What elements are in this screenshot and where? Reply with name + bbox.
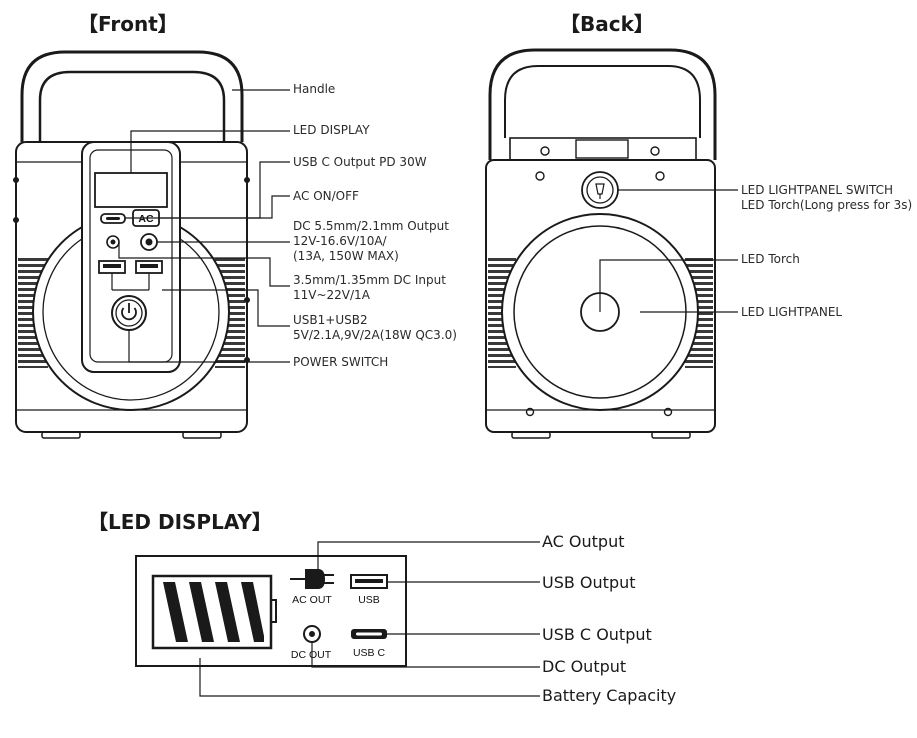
- front-control-panel: [81, 141, 181, 373]
- label-led-display: LED DISPLAY: [293, 123, 370, 137]
- label-ac-onoff: AC ON/OFF: [293, 189, 359, 203]
- usb-icon: [350, 574, 388, 589]
- callout-usb-output: USB Output: [542, 573, 636, 592]
- battery-icon: [151, 574, 277, 650]
- label-lightpanel-switch: LED LIGHTPANEL SWITCH: [741, 183, 893, 197]
- dc-out-icon: [303, 625, 321, 643]
- label-led-torch: LED Torch: [741, 252, 800, 266]
- label-dc-output-line3: (13A, 150W MAX): [293, 249, 399, 263]
- plug-icon: [290, 569, 334, 589]
- led-display-panel: [135, 555, 407, 667]
- label-usb-line1: USB1+USB2: [293, 313, 368, 327]
- front-device: [13, 50, 250, 439]
- label-handle: Handle: [293, 82, 336, 96]
- usbc-icon: [351, 629, 387, 639]
- label-dc-output-line2: 12V-16.6V/10A/: [293, 234, 387, 248]
- label-dc-input-line1: 3.5mm/1.35mm DC Input: [293, 273, 446, 287]
- back-handle: [488, 48, 717, 160]
- back-leader-lines: [599, 189, 738, 313]
- power-icon: [121, 303, 137, 321]
- label-usb-c-output: USB C Output PD 30W: [293, 155, 427, 169]
- display-leader-lines: [199, 541, 540, 697]
- back-device: [485, 48, 717, 439]
- label-dc-input-line2: 11V~22V/1A: [293, 288, 370, 302]
- dc-out-icon-label: DC OUT: [291, 649, 332, 661]
- label-torch-long-press: LED Torch(Long press for 3s): [741, 198, 913, 212]
- label-dc-output-line1: DC 5.5mm/2.1mm Output: [293, 219, 449, 233]
- back-heading: 【Back】: [560, 12, 654, 36]
- usb-icon-label: USB: [358, 594, 380, 606]
- front-leader-lines: [118, 89, 290, 363]
- callout-ac-output: AC Output: [542, 532, 625, 551]
- label-power-switch: POWER SWITCH: [293, 355, 389, 369]
- front-heading: 【Front】: [78, 12, 178, 36]
- ac-button-label: AC: [138, 213, 154, 225]
- callout-usbc-output: USB C Output: [542, 625, 652, 644]
- led-display-heading: 【LED DISPLAY】: [88, 510, 272, 534]
- front-handle: [20, 50, 244, 142]
- callout-dc-output: DC Output: [542, 657, 627, 676]
- callout-battery-capacity: Battery Capacity: [542, 686, 677, 705]
- usbc-icon-label: USB C: [353, 647, 386, 659]
- label-usb-line2: 5V/2.1A,9V/2A(18W QC3.0): [293, 328, 457, 342]
- ac-out-icon-label: AC OUT: [292, 594, 332, 606]
- label-led-lightpanel: LED LIGHTPANEL: [741, 305, 843, 319]
